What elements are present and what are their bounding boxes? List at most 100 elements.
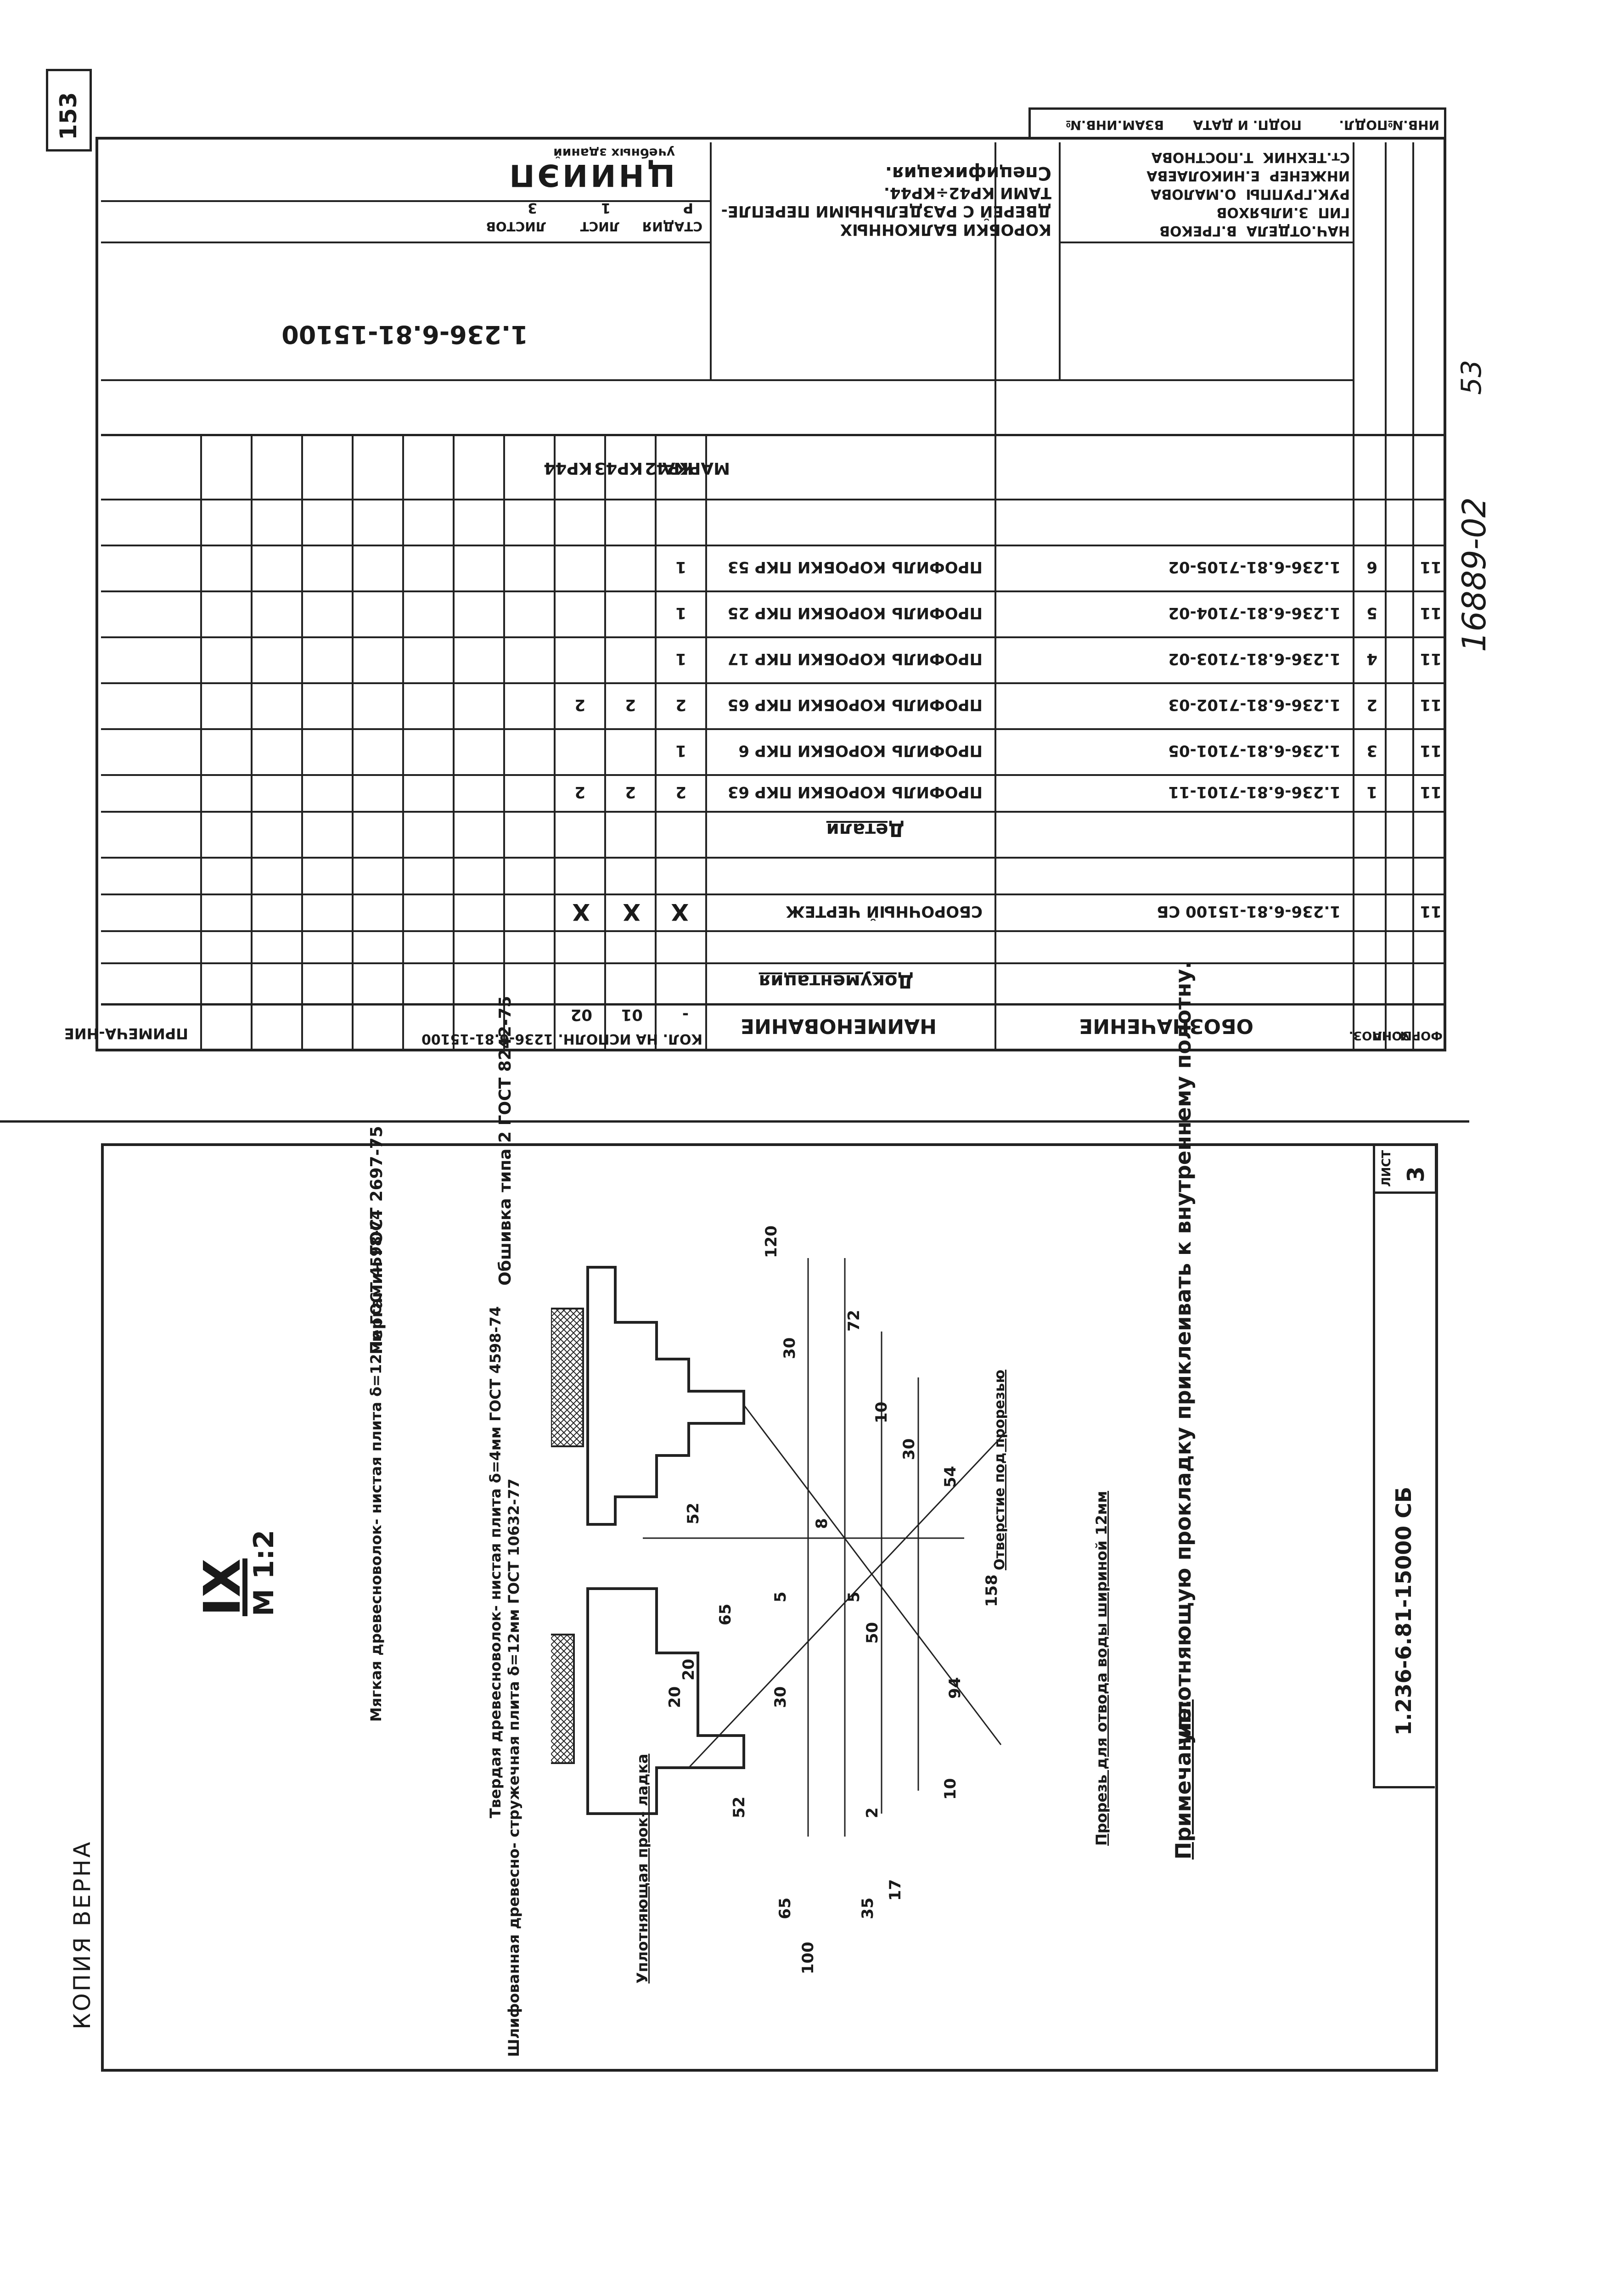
row1-designation: 1.236-6.81-7101-11	[1168, 783, 1341, 801]
hdr-exec-2: 02	[570, 1006, 592, 1024]
row0-name: СБОРОЧНЫЙ ЧЕРТЕЖ	[786, 902, 983, 921]
dim-7: 20	[680, 1658, 698, 1680]
chipboard-hatch	[551, 1634, 575, 1764]
row2-pos: 3	[1366, 742, 1377, 760]
dim-0: 120	[762, 1225, 781, 1258]
hdr-designation: ОБОЗНАЧЕНИЕ	[1079, 1014, 1253, 1038]
signer-name-1: З.ИЛЬЯХОВ	[1216, 204, 1309, 220]
dim-3: 10	[872, 1401, 891, 1423]
stage-hdr-1: ЛИСТ	[580, 219, 620, 234]
row4-format: 11	[1420, 650, 1442, 668]
title-line-3: Спецификация.	[885, 163, 1051, 184]
section-docs: Документация	[759, 971, 914, 992]
soft-board-hatch	[551, 1308, 584, 1447]
row4-designation: 1.236-6.81-7103-02	[1168, 650, 1341, 668]
row0-designation: 1.236-6.81-15100 СБ	[1157, 902, 1341, 921]
dim-18: 2	[863, 1807, 882, 1818]
cross-section-drawing	[551, 1258, 1006, 1837]
signer-role-0: НАЧ.ОТДЕЛА	[1246, 223, 1350, 239]
row3-name: ПРОФИЛЬ КОРОБКИ ПКР 65	[727, 696, 983, 714]
row3-designation: 1.236-6.81-7102-03	[1168, 696, 1341, 714]
hdr-exec-0: -	[682, 1006, 689, 1024]
dim-17: 52	[730, 1796, 748, 1818]
row4-pos: 4	[1366, 650, 1377, 668]
doc-code: 1.236-6.81-15100	[281, 320, 528, 349]
handwritten-top-left: 153	[55, 92, 82, 140]
signer-name-3: Е.НИКОЛАЕВА	[1146, 168, 1260, 184]
mark-0: КР42	[645, 459, 693, 478]
row0-format: 11	[1420, 902, 1442, 921]
drawing-frame	[101, 1143, 1438, 2072]
dim-21: 65	[776, 1897, 794, 1919]
dim-8: 8	[813, 1518, 831, 1529]
row3-pos: 2	[1366, 696, 1377, 714]
handwritten-right: 16889-02	[1455, 497, 1493, 652]
row3-q3: 2	[574, 696, 585, 714]
label-hard-board: Твердая древесноволок- нистая плита δ=4м…	[487, 1306, 504, 1818]
row5-format: 11	[1420, 604, 1442, 622]
label-chipboard: Шлифованная древесно- стружечная плита δ…	[505, 1478, 523, 2057]
code-strip	[1373, 1189, 1435, 1788]
row2-q1: 1	[675, 742, 686, 760]
org-name: ЦНИИЭП	[506, 157, 675, 193]
signer-name-4: Т.ПОСТНОВА	[1151, 149, 1253, 165]
signer-role-4: Ст.ТЕХНИК	[1263, 149, 1350, 165]
inv-strip: ИНВ.№ПОДЛ. ПОДП. И ДАТА ВЗАМ.ИНВ.№	[1028, 107, 1446, 140]
row6-format: 11	[1420, 558, 1442, 576]
lower-profile	[586, 1587, 745, 1815]
upper-profile	[586, 1266, 745, 1526]
stage-hdr-2: ЛИСТОВ	[486, 219, 546, 234]
row4-name: ПРОФИЛЬ КОРОБКИ ПКР 17	[727, 650, 983, 668]
title-text: КОРОБКИ БАЛКОННЫХ ДВЕРЕЙ С РАЗДЕЛЬНЫМИ П…	[721, 163, 1051, 239]
inv-h1: ИНВ.№ПОДЛ.	[1339, 118, 1439, 133]
row1-q2: 2	[625, 783, 636, 801]
row5-q1: 1	[675, 604, 686, 622]
row1-name: ПРОФИЛЬ КОРОБКИ ПКР 63	[727, 783, 983, 801]
org-sub: учебных зданий	[553, 146, 675, 161]
row3-format: 11	[1420, 696, 1442, 714]
row6-pos: 6	[1366, 558, 1377, 576]
title-block: 1.236-6.81-15100 НАЧ.ОТДЕЛА В.ГРЕКОВ ГИП…	[101, 142, 1354, 436]
section-label: IX	[193, 1558, 252, 1616]
mark-2: КР44	[544, 459, 592, 478]
section-details: Детали	[826, 819, 905, 840]
hdr-notes: ПРИМЕЧА-НИЕ	[64, 1025, 188, 1042]
dim-19: 10	[941, 1778, 960, 1800]
row6-q1: 1	[675, 558, 686, 576]
title-line-2: ТАМИ КР42÷КР44.	[883, 184, 1051, 202]
signer-name-0: В.ГРЕКОВ	[1159, 223, 1237, 239]
row0-q3: X	[572, 899, 590, 925]
row5-pos: 5	[1366, 604, 1377, 622]
row1-format: 11	[1420, 783, 1442, 801]
row4-q1: 1	[675, 650, 686, 668]
dim-9: 5	[771, 1591, 790, 1602]
row1-q1: 2	[675, 783, 686, 801]
dim-16: 30	[771, 1686, 790, 1708]
sheet-no-box: ЛИСТ 3	[1373, 1143, 1437, 1194]
hdr-name: НАИМЕНОВАНИЕ	[740, 1014, 937, 1038]
copy-stamp: КОПИЯ ВЕРНА	[69, 1840, 96, 2029]
row3-q1: 2	[675, 696, 686, 714]
stage-val-1: 1	[601, 200, 611, 216]
inv-h3: ВЗАМ.ИНВ.№	[1066, 118, 1164, 133]
row0-q1: X	[671, 899, 689, 925]
sheet-label: ЛИСТ	[1380, 1150, 1394, 1187]
spec-sheet: ИНВ.№ПОДЛ. ПОДП. И ДАТА ВЗАМ.ИНВ.№ ФОРМ.…	[64, 92, 1446, 1051]
label-drain-slot: Прорезь для отвода воды шириной 12мм	[1093, 1491, 1110, 1846]
dim-12: 65	[716, 1603, 735, 1625]
dim-14: 94	[946, 1677, 964, 1699]
frame-code: 1.236-6.81-15000 СБ	[1391, 1486, 1416, 1736]
stage-val-0: Р	[683, 200, 693, 216]
dim-22: 35	[859, 1897, 877, 1919]
row0-q2: X	[623, 899, 641, 925]
title-line-0: КОРОБКИ БАЛКОННЫХ	[840, 220, 1051, 239]
scale-label: М 1:2	[248, 1529, 280, 1616]
inv-h2: ПОДП. И ДАТА	[1193, 118, 1302, 133]
signer-role-2: РУК.ГРУППЫ	[1246, 186, 1350, 202]
row1-pos: 1	[1366, 783, 1377, 801]
row3-q2: 2	[625, 696, 636, 714]
dim-6: 52	[684, 1502, 702, 1524]
stage-hdr-0: СТАДИЯ	[642, 219, 702, 234]
dim-20: 17	[886, 1879, 905, 1901]
hdr-pos: ПОЗ.	[1349, 1028, 1382, 1042]
